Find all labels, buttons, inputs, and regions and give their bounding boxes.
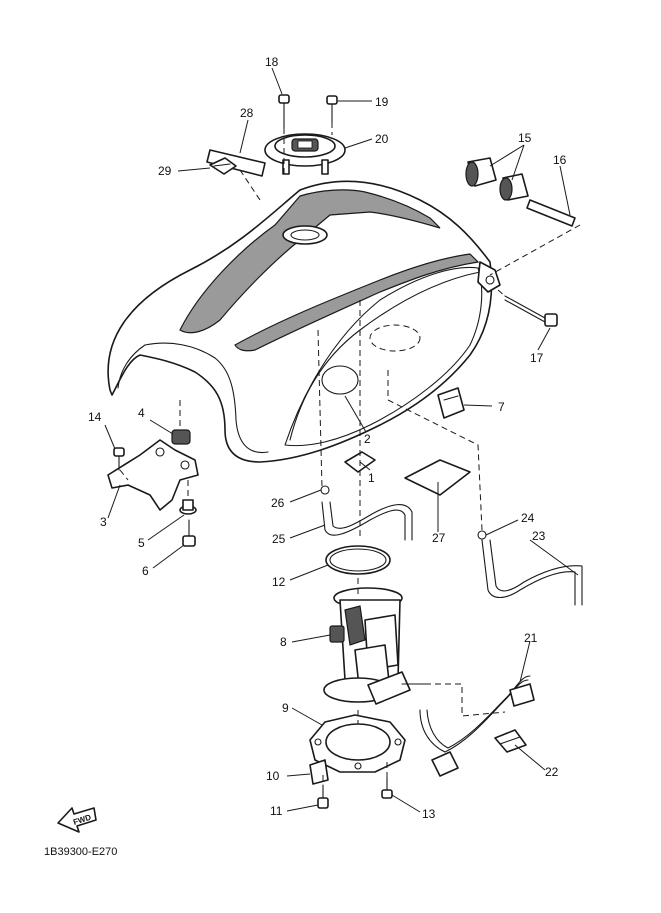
fwd-arrow-icon: FWD bbox=[57, 807, 97, 833]
callout-7: 7 bbox=[498, 400, 505, 414]
callout-3: 3 bbox=[100, 515, 107, 529]
bolt-13 bbox=[381, 777, 393, 799]
bolt-18 bbox=[278, 94, 290, 129]
callout-26: 26 bbox=[271, 496, 285, 510]
callout-8: 8 bbox=[280, 635, 287, 649]
label-28 bbox=[206, 149, 266, 177]
bolt-19 bbox=[326, 95, 338, 123]
assembly-lines bbox=[119, 122, 581, 785]
callout-17: 17 bbox=[530, 351, 544, 365]
bolt-17 bbox=[504, 295, 558, 327]
fuel-pump-8 bbox=[323, 587, 426, 705]
callout-23: 23 bbox=[532, 529, 546, 543]
callouts: 1 2 3 4 5 6 7 8 9 10 11 12 13 14 15 16 1… bbox=[88, 55, 567, 821]
hose-25 bbox=[321, 501, 413, 541]
emblem-29 bbox=[209, 157, 237, 175]
fuel-tank bbox=[107, 180, 501, 463]
hose-23 bbox=[481, 539, 583, 606]
callout-4: 4 bbox=[138, 406, 145, 420]
bolt-6 bbox=[182, 519, 196, 547]
collar-5 bbox=[179, 499, 197, 515]
callout-13: 13 bbox=[422, 807, 436, 821]
callout-29: 29 bbox=[158, 164, 172, 178]
cover-7 bbox=[437, 387, 465, 419]
callout-6: 6 bbox=[142, 564, 149, 578]
callout-27: 27 bbox=[432, 531, 446, 545]
callout-12: 12 bbox=[272, 575, 286, 589]
bracket-10 bbox=[309, 759, 329, 785]
bolt-14 bbox=[113, 447, 125, 471]
callout-20: 20 bbox=[375, 132, 389, 146]
bolt-11 bbox=[317, 784, 329, 809]
plate-9 bbox=[309, 714, 406, 773]
harness-21 bbox=[419, 675, 535, 777]
collar-16 bbox=[526, 199, 576, 227]
gasket-12 bbox=[325, 545, 391, 575]
callout-21: 21 bbox=[524, 631, 538, 645]
callout-5: 5 bbox=[138, 536, 145, 550]
leader-lines bbox=[104, 67, 579, 813]
callout-24: 24 bbox=[521, 511, 535, 525]
callout-16: 16 bbox=[553, 153, 567, 167]
callout-22: 22 bbox=[545, 765, 559, 779]
callout-19: 19 bbox=[375, 95, 389, 109]
damper-4 bbox=[171, 429, 191, 445]
clip-26 bbox=[320, 485, 330, 495]
reference-code: 1B39300-E270 bbox=[44, 846, 117, 858]
callout-28: 28 bbox=[240, 106, 254, 120]
callout-11: 11 bbox=[270, 804, 283, 818]
callout-1: 1 bbox=[368, 471, 375, 485]
callout-18: 18 bbox=[265, 55, 279, 69]
bracket-3 bbox=[107, 439, 199, 511]
pad-27 bbox=[404, 459, 471, 496]
clamp-22 bbox=[494, 729, 527, 753]
clip-24 bbox=[477, 530, 487, 540]
callout-10: 10 bbox=[266, 769, 280, 783]
callout-15: 15 bbox=[518, 131, 532, 145]
callout-9: 9 bbox=[282, 701, 289, 715]
callout-14: 14 bbox=[88, 410, 102, 424]
damper-15 bbox=[465, 157, 529, 201]
callout-25: 25 bbox=[272, 532, 286, 546]
callout-2: 2 bbox=[364, 432, 371, 446]
fuel-cap bbox=[264, 133, 346, 175]
